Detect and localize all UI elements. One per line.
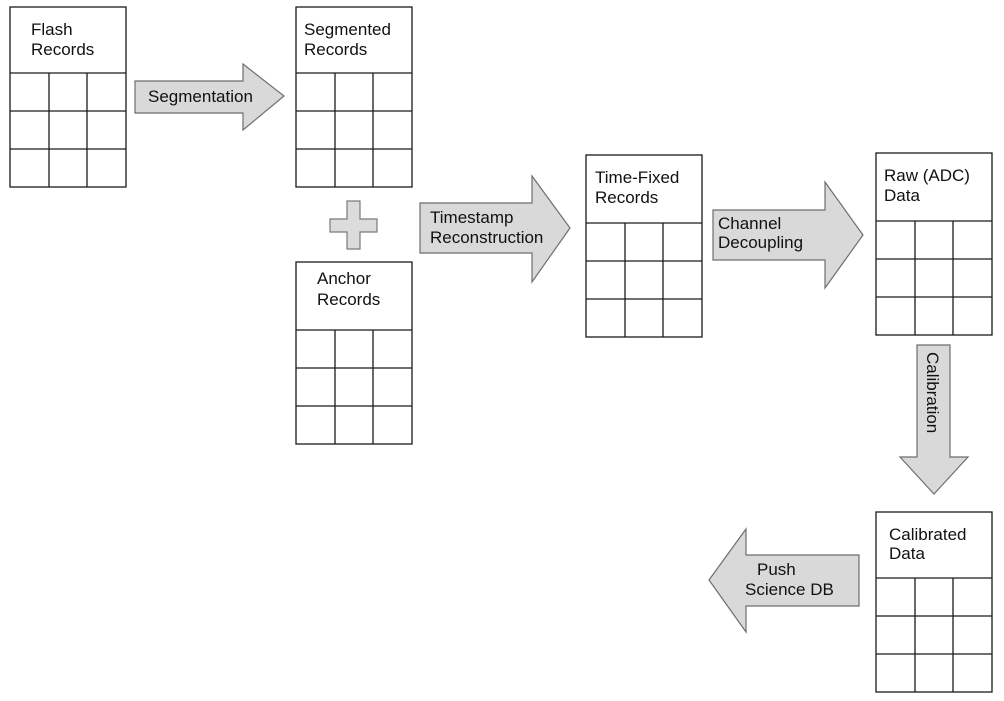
push-science-db-arrow: Push Science DB: [708, 527, 860, 634]
box-frame: [585, 154, 703, 338]
box-frame: [295, 6, 413, 188]
box-title-line1: Flash: [31, 20, 73, 39]
segmentation-arrow: Segmentation: [134, 62, 285, 132]
box-title-line1: Calibrated: [889, 525, 967, 544]
arrow-shape: [898, 344, 970, 495]
calibration-arrow: Calibration: [898, 344, 970, 495]
calibration-label: Calibration: [923, 352, 942, 433]
segmentation-label: Segmentation: [148, 87, 253, 106]
box-title-line1: Raw (ADC): [884, 166, 970, 185]
arrow-shape: [712, 180, 864, 290]
arrow-shape: [419, 174, 571, 284]
arrow-shape: [134, 62, 285, 132]
timestamp-reconstruction-arrow: Timestamp Reconstruction: [419, 174, 571, 284]
box-title-line2: Records: [317, 290, 380, 309]
arrow-shape: [708, 527, 860, 634]
timestamp-label-line2: Reconstruction: [430, 228, 543, 247]
plus-icon: [329, 200, 378, 250]
box-title-line1: Anchor: [317, 269, 371, 288]
timestamp-label-line1: Timestamp: [430, 208, 513, 227]
channel-label-line2: Decoupling: [718, 233, 803, 252]
push-label-line1: Push: [757, 560, 796, 579]
box-title-line1: Time-Fixed: [595, 168, 679, 187]
channel-label-line1: Channel: [718, 214, 781, 233]
box-frame: [875, 152, 993, 336]
box-title-line2: Records: [595, 188, 658, 207]
channel-decoupling-arrow: Channel Decoupling: [712, 180, 864, 290]
box-frame: [875, 511, 993, 693]
box-title-line2: Records: [304, 40, 367, 59]
box-title-line2: Data: [889, 544, 925, 563]
box-frame: [295, 261, 413, 445]
box-title-line2: Data: [884, 186, 920, 205]
box-frame: [9, 6, 127, 188]
box-title-line2: Records: [31, 40, 94, 59]
raw-adc-data-box: Raw (ADC)Data: [875, 152, 993, 336]
box-title-line1: Segmented: [304, 20, 391, 39]
push-label-line2: Science DB: [745, 580, 834, 599]
